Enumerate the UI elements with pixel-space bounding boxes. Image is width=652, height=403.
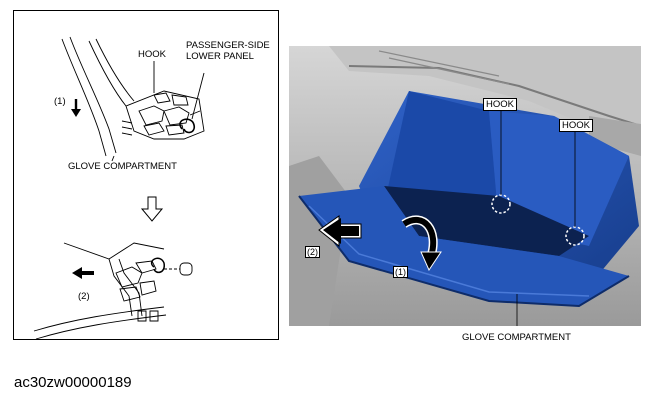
glove-compartment-label: GLOVE COMPARTMENT xyxy=(68,161,177,172)
document-id: ac30zw00000189 xyxy=(14,374,132,391)
line-art-drawing xyxy=(33,36,205,340)
passenger-panel-label-line2: LOWER PANEL xyxy=(186,51,254,62)
passenger-panel-label-line1: PASSENGER-SIDE xyxy=(186,40,270,51)
photo-hook-label-2: HOOK xyxy=(559,119,593,132)
photo-step-1-label: (1) xyxy=(393,266,408,278)
hook-label: HOOK xyxy=(138,49,166,60)
step-1-label: (1) xyxy=(54,96,66,107)
photo-glove-compartment-label: GLOVE COMPARTMENT xyxy=(462,332,571,343)
photo-illustration xyxy=(289,46,641,326)
line-art-panel: HOOK PASSENGER-SIDE LOWER PANEL (1) GLOV… xyxy=(13,10,279,340)
photo-hook-label-1: HOOK xyxy=(483,98,517,111)
photo-step-2-label: (2) xyxy=(305,246,320,258)
step-2-label: (2) xyxy=(78,291,90,302)
glove-compartment-photo: HOOK HOOK (2) (1) xyxy=(289,46,641,326)
